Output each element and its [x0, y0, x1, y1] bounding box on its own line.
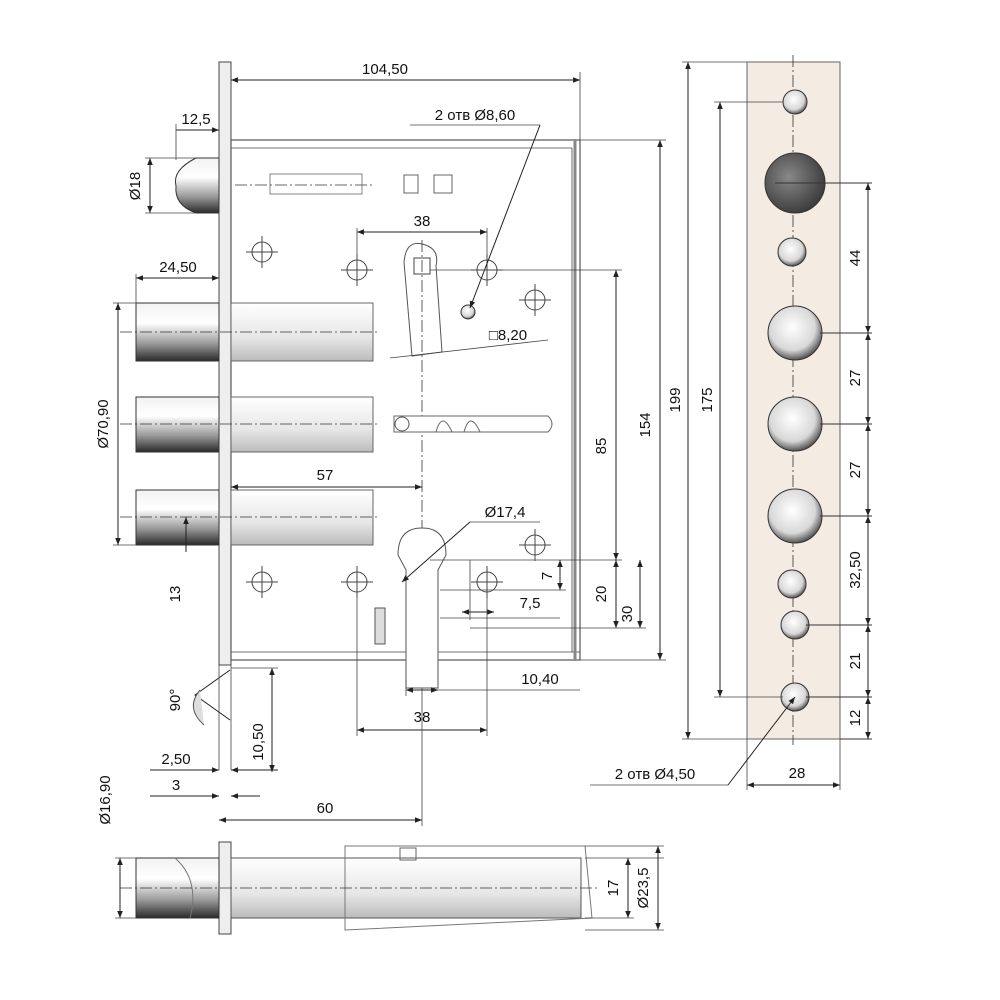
dimension-labels: 104,50 12,5 Ø18 2 отв Ø8,60 38 □8,20 24,…	[95, 61, 864, 908]
dim-cyl-holes: 2 отв Ø8,60	[435, 107, 515, 124]
dim-bolt-offset: 13	[167, 586, 184, 603]
dim-plate-width: 28	[789, 765, 806, 782]
deadbolt-3	[135, 489, 220, 546]
dim-height-20: 20	[593, 586, 610, 603]
dim-case-width: 104,50	[362, 61, 408, 78]
dim-latch-diameter: Ø18	[127, 172, 144, 200]
dim-bottom-diameter: Ø16,90	[97, 775, 114, 824]
dim-plate-21: 21	[847, 653, 864, 670]
dim-height-30: 30	[619, 606, 636, 623]
dim-bolts-span: Ø70,90	[95, 399, 112, 448]
dim-latch-height: 10,50	[250, 723, 267, 761]
deadbolt-2	[135, 396, 220, 453]
dim-backset-bolt: 57	[317, 467, 334, 484]
latch-bolt	[174, 157, 220, 214]
dim-cyl-gap: 7	[539, 572, 556, 580]
dim-bottom-diameter-2: Ø23,5	[635, 868, 652, 909]
plate-hole-small	[782, 89, 808, 115]
dim-holes-spacing-top: 38	[414, 213, 431, 230]
strike-plate-dimensions	[590, 61, 871, 790]
bottom-view	[120, 841, 600, 935]
dim-backset-60: 60	[317, 800, 334, 817]
dim-latch-angle: 90°	[167, 689, 184, 712]
dim-height-154: 154	[637, 412, 654, 437]
dim-plate-44: 44	[847, 250, 864, 267]
faceplate	[218, 61, 232, 666]
dim-height-199: 199	[667, 387, 684, 412]
cylinder-cutout	[397, 527, 447, 689]
strike-plate	[746, 55, 872, 745]
dimension-lines	[113, 72, 666, 826]
dim-spindle-square: □8,20	[489, 327, 527, 344]
dim-height-175: 175	[699, 387, 716, 412]
dim-plate-holes: 2 отв Ø4,50	[615, 766, 695, 783]
dim-height-85: 85	[593, 438, 610, 455]
dim-plate-thickness: 3	[172, 777, 180, 794]
dim-plate-27a: 27	[847, 370, 864, 387]
lock-body	[120, 61, 581, 690]
dim-bottom-spacing: 38	[414, 709, 431, 726]
dim-plate-3250: 32,50	[847, 551, 864, 589]
dim-plate-27b: 27	[847, 462, 864, 479]
dim-slot-width: 10,40	[521, 671, 559, 688]
dim-latch-step: 2,50	[161, 751, 190, 768]
dim-cyl-hole-diameter: Ø17,4	[485, 504, 526, 521]
dim-bottom-17: 17	[605, 880, 622, 897]
dim-plate-12: 12	[847, 710, 864, 727]
dim-bolt-projection: 24,50	[159, 259, 197, 276]
dim-cyl-slot: 7,5	[520, 595, 541, 612]
bottom-dimension-lines	[115, 845, 664, 931]
dim-faceplate-offset: 12,5	[181, 111, 210, 128]
